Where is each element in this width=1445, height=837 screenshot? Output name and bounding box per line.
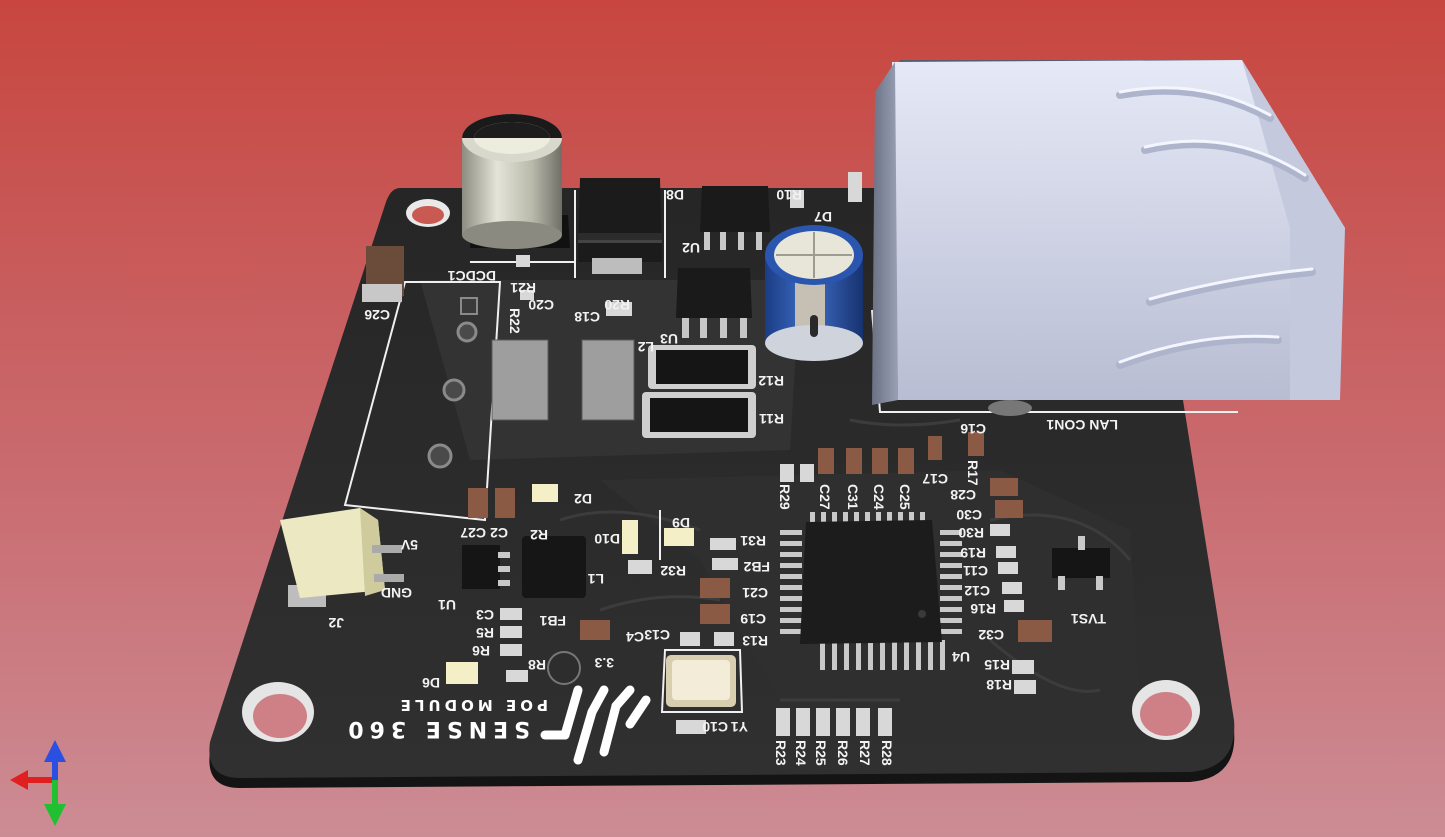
label-r15: R15 xyxy=(984,657,1010,673)
label-c18: C18 xyxy=(574,309,600,325)
label-l2: L2 xyxy=(637,339,654,355)
lan-connector xyxy=(872,60,1345,416)
brand-title: SENSE 360 xyxy=(342,716,530,741)
label-d7: D7 xyxy=(814,209,832,225)
label-c3: C3 xyxy=(476,607,494,623)
label-dcdc1: DCDC1 xyxy=(448,268,496,284)
label-r16: R16 xyxy=(970,601,996,617)
label-d8: D8 xyxy=(666,187,684,203)
label-c2: C2 xyxy=(490,525,508,541)
label-gnd: GND xyxy=(381,585,412,601)
label-c19: C19 xyxy=(740,611,766,627)
label-u4: U4 xyxy=(952,649,970,665)
pcb-traces xyxy=(559,418,1132,702)
label-r17: R17 xyxy=(965,460,981,486)
label-r8: R8 xyxy=(528,657,546,673)
label-j2: J2 xyxy=(328,615,344,631)
label-r26: R26 xyxy=(835,740,851,766)
label-r27: R27 xyxy=(857,740,873,766)
label-r29: R29 xyxy=(777,484,793,510)
ic-u3 xyxy=(676,268,752,338)
ic-u2 xyxy=(700,186,770,250)
label-3v3: 3.3 xyxy=(594,655,614,671)
square-pad xyxy=(460,297,478,315)
axis-gizmo[interactable] xyxy=(10,740,66,826)
inductor-l1 xyxy=(522,536,586,598)
label-c12: C12 xyxy=(964,583,990,599)
label-r28: R28 xyxy=(879,740,895,766)
label-r13: R13 xyxy=(742,633,768,649)
label-r10: R10 xyxy=(776,187,802,203)
label-y1: Y1 xyxy=(731,719,748,735)
label-c21: C21 xyxy=(742,585,768,601)
electrolytic-capacitor-blue xyxy=(765,225,863,361)
label-r30: R30 xyxy=(958,525,984,541)
label-c27: C27 xyxy=(460,525,486,541)
label-c31: C31 xyxy=(845,484,861,510)
label-r12: R12 xyxy=(758,373,784,389)
shunt-resistors xyxy=(642,345,756,438)
label-r19: R19 xyxy=(960,545,986,561)
label-u3: U3 xyxy=(660,331,678,347)
label-d6: D6 xyxy=(422,675,440,691)
label-c24: C24 xyxy=(871,484,887,510)
label-c32: C32 xyxy=(978,627,1004,643)
microcontroller-u4 xyxy=(780,512,962,670)
label-lan-con1: LAN CON1 xyxy=(1046,417,1118,433)
label-fb2: FB2 xyxy=(743,559,770,575)
label-c10: C10 xyxy=(702,719,728,735)
label-c27b: C27 xyxy=(817,484,833,510)
tvs-diode-tvs1 xyxy=(1052,536,1110,590)
label-r18: R18 xyxy=(986,677,1012,693)
label-fb1: FB1 xyxy=(539,613,566,629)
label-c11: C11 xyxy=(963,563,988,579)
brand-subtitle: POE MODULE xyxy=(397,696,548,714)
diode-d8 xyxy=(578,178,662,274)
label-r31: R31 xyxy=(740,533,766,549)
inductor-pads xyxy=(491,339,635,421)
label-c17: C17 xyxy=(922,471,948,487)
label-5v: 5V xyxy=(400,537,418,553)
regulator-u1 xyxy=(462,545,510,589)
label-c30: C30 xyxy=(956,507,982,523)
label-r22: R22 xyxy=(507,308,523,334)
crystal-y1 xyxy=(666,655,736,707)
label-r5: R5 xyxy=(476,625,494,641)
silkscreen-labels: DCDC1 D8 U2 R10 D7 C26 R21 R22 C20 C18 R… xyxy=(328,187,1118,766)
sense360-logo-icon xyxy=(540,685,651,765)
label-c26: C26 xyxy=(364,307,390,323)
capacitor-c26 xyxy=(362,246,404,302)
label-tvs1: TVS1 xyxy=(1071,611,1106,627)
test-point-3v3 xyxy=(547,651,581,685)
label-c25: C25 xyxy=(897,484,913,510)
label-c28: C28 xyxy=(950,487,976,503)
smd-passives xyxy=(446,172,1052,736)
label-r20: R20 xyxy=(604,297,630,313)
label-r32: R32 xyxy=(660,563,686,579)
label-r21: R21 xyxy=(510,280,536,296)
label-r6: R6 xyxy=(472,643,490,659)
through-hole-pads xyxy=(427,321,478,469)
label-d2: D2 xyxy=(574,491,592,507)
label-l1: L1 xyxy=(587,571,604,587)
label-d9: D9 xyxy=(672,515,690,531)
label-r24: R24 xyxy=(793,740,809,766)
label-c16: C16 xyxy=(960,421,986,437)
label-d10: D10 xyxy=(594,531,620,547)
label-r2: R2 xyxy=(530,527,548,543)
label-c4: C4 xyxy=(626,629,644,645)
label-r11: R11 xyxy=(759,411,784,427)
electrolytic-capacitor-silver xyxy=(462,114,570,249)
label-c13: C13 xyxy=(644,627,670,643)
label-c20: C20 xyxy=(528,297,554,313)
label-r25: R25 xyxy=(813,740,829,766)
label-u2: U2 xyxy=(682,240,700,256)
label-r23: R23 xyxy=(773,740,789,766)
label-u1: U1 xyxy=(438,597,456,613)
connector-j2 xyxy=(280,508,404,607)
